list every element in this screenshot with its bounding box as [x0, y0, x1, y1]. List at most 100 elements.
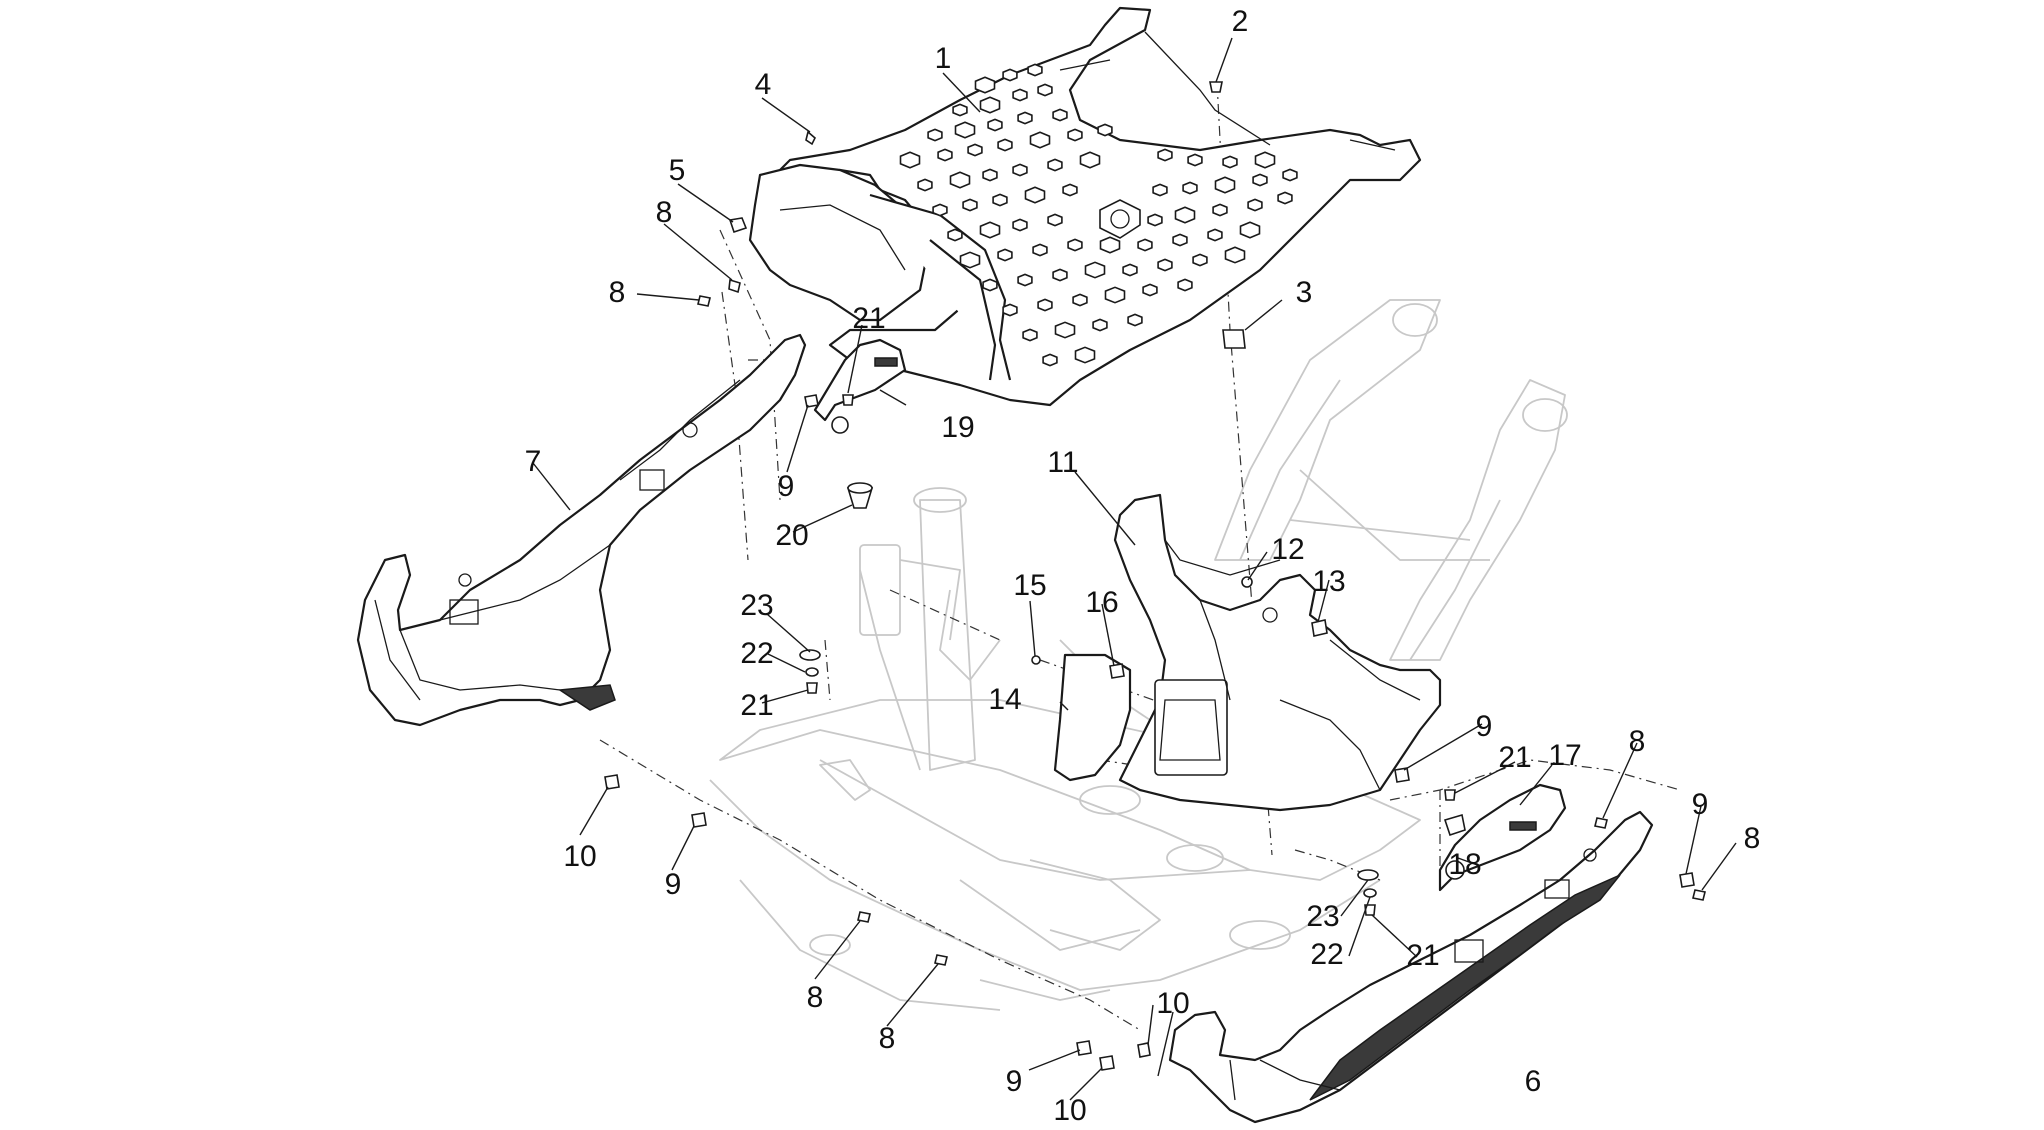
mat-hex-tread	[1254, 151, 1276, 169]
callout-21-top: 21	[852, 302, 885, 335]
mat-hex-tread	[1037, 298, 1053, 312]
mat-hex-tread	[1047, 158, 1063, 172]
mat-hex-tread	[1177, 278, 1193, 292]
mat-hex-tread	[992, 193, 1008, 207]
mat-hex-tread	[1052, 268, 1068, 282]
callout-12: 12	[1271, 533, 1304, 566]
callout-13: 13	[1312, 565, 1345, 598]
callout-14: 14	[988, 683, 1021, 716]
callout-9-center: 9	[1476, 710, 1493, 743]
mat-hex-tread	[927, 128, 943, 142]
mat-hex-tread	[979, 221, 1001, 239]
mat-hex-tread	[1047, 213, 1063, 227]
mat-hex-tread	[952, 103, 968, 117]
mat-hex-tread	[1037, 83, 1053, 97]
mat-hex-tread	[1062, 183, 1078, 197]
callout-8-bottom: 8	[879, 1022, 896, 1055]
part-19-footrest-left	[813, 338, 907, 434]
callout-1: 1	[935, 42, 952, 75]
leader-lines	[532, 37, 1737, 1101]
mat-hex-tread	[1052, 108, 1068, 122]
callout-23-left: 23	[740, 589, 773, 622]
mat-hex-tread	[1024, 186, 1046, 204]
mat-hex-tread	[1022, 328, 1038, 342]
mat-hex-tread	[1247, 198, 1263, 212]
callout-15: 15	[1013, 569, 1046, 602]
callout-8-right: 8	[1629, 725, 1646, 758]
callout-21-bottom: 21	[1406, 939, 1439, 972]
callout-10-bottom-low: 10	[1053, 1094, 1086, 1127]
callout-18: 18	[1448, 848, 1481, 881]
mat-hex-tread	[1222, 155, 1238, 169]
mat-hex-tread	[1104, 286, 1126, 304]
callout-21-left: 21	[740, 689, 773, 722]
part-14-door	[1053, 653, 1132, 782]
mat-hex-tread	[949, 171, 971, 189]
mat-hex-tread	[1212, 203, 1228, 217]
mat-hex-tread	[959, 251, 981, 269]
callout-19: 19	[941, 411, 974, 444]
part-1-footboard-mat	[748, 6, 1422, 407]
callout-10-left: 10	[563, 840, 596, 873]
mat-hex-tread	[947, 228, 963, 242]
mat-hex-tread	[1029, 131, 1051, 149]
mat-hex-tread	[987, 118, 1003, 132]
mat-hex-tread	[1157, 258, 1173, 272]
callout-labels: 1 2 3 4 5 6 7 8 8 8 8 8 8 9 9 9 9 9 10 1…	[525, 5, 1761, 1127]
callout-4: 4	[755, 68, 772, 101]
part-17-footrest-right	[1438, 783, 1567, 892]
mat-hex-tread	[1079, 151, 1101, 169]
callout-21-right: 21	[1498, 741, 1531, 774]
mat-hex-tread	[1127, 313, 1143, 327]
callout-22-left: 22	[740, 637, 773, 670]
mat-hex-tread	[1142, 283, 1158, 297]
mat-hex-tread	[1017, 273, 1033, 287]
callout-9-bottom-left: 9	[665, 868, 682, 901]
mat-hex-tread	[954, 121, 976, 139]
mat-hex-tread	[1152, 183, 1168, 197]
mat-hex-tread	[937, 148, 953, 162]
part-6-right-skirt	[1168, 810, 1654, 1124]
mat-hex-tread	[1174, 206, 1196, 224]
mat-hex-tread	[967, 143, 983, 157]
callout-5: 5	[669, 154, 686, 187]
callout-20: 20	[775, 519, 808, 552]
callout-22-right: 22	[1310, 938, 1343, 971]
part-18-pivot	[1443, 813, 1466, 837]
callout-10-bottom: 10	[1156, 987, 1189, 1020]
callout-3: 3	[1296, 276, 1313, 309]
mat-hex-tread	[1214, 176, 1236, 194]
mat-hex-tread	[1207, 228, 1223, 242]
callout-8-left: 8	[609, 276, 626, 309]
mat-hex-tread	[1277, 191, 1293, 205]
mat-hex-tread	[1067, 128, 1083, 142]
callout-11: 11	[1047, 446, 1078, 479]
mat-hex-tread	[1027, 63, 1043, 77]
mat-hex-tread	[1172, 233, 1188, 247]
mat-hex-tread	[1067, 238, 1083, 252]
callout-2: 2	[1232, 5, 1249, 38]
mat-hex-tread	[1097, 123, 1113, 137]
mat-hex-tread	[1002, 68, 1018, 82]
mat-hex-tread	[962, 198, 978, 212]
hex-pattern	[899, 63, 1298, 367]
brand-badge	[1099, 199, 1141, 239]
mat-hex-tread	[997, 248, 1013, 262]
callout-8-bottom-left: 8	[807, 981, 824, 1014]
callout-8-far-right: 8	[1744, 822, 1761, 855]
mat-hex-tread	[982, 168, 998, 182]
mat-hex-tread	[1182, 181, 1198, 195]
mat-hex-tread	[1122, 263, 1138, 277]
mat-hex-tread	[1054, 321, 1076, 339]
callout-9-left: 9	[778, 470, 795, 503]
mat-hex-tread	[1137, 238, 1153, 252]
mat-hex-tread	[1002, 303, 1018, 317]
mat-hex-tread	[982, 278, 998, 292]
frame-ghost	[709, 299, 1568, 1011]
callout-17: 17	[1548, 739, 1581, 772]
callout-9-bottom: 9	[1006, 1065, 1023, 1098]
mat-hex-tread	[1224, 246, 1246, 264]
mat-hex-tread	[1072, 293, 1088, 307]
callout-8-top: 8	[656, 196, 673, 229]
